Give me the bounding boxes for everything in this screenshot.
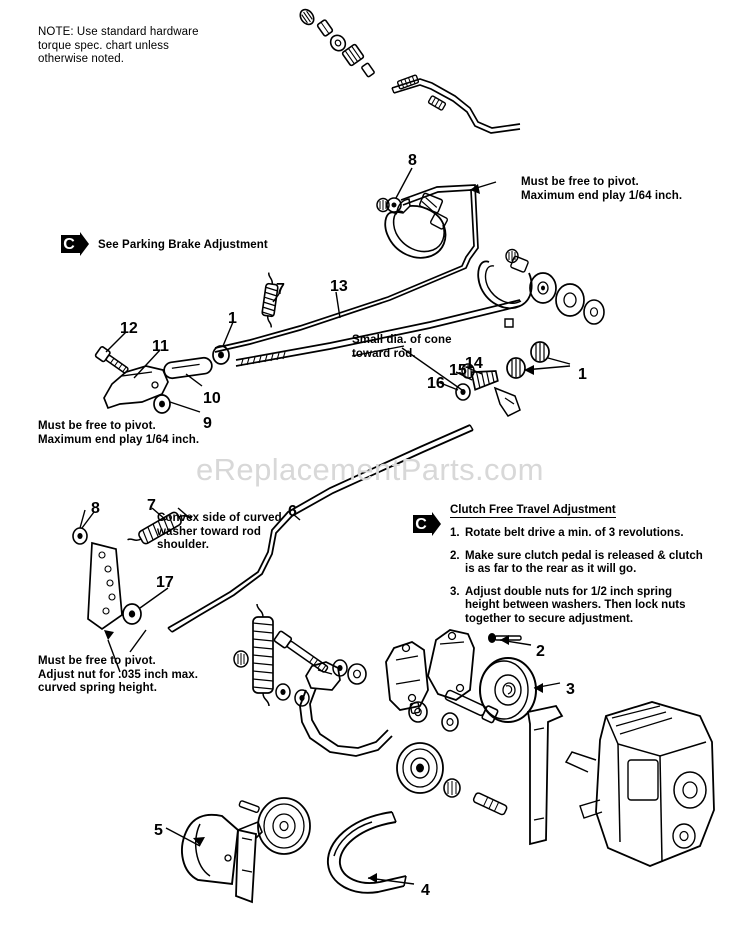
part-callout-15: 15 [449, 362, 467, 379]
leader-lines [81, 167, 571, 885]
part-callout-9: 9 [203, 415, 212, 432]
top-bent-rod [391, 74, 521, 134]
svg-text:C: C [415, 516, 427, 533]
rod-threads [240, 351, 286, 367]
part-callout-12: 12 [120, 320, 138, 337]
part-callout-10: 10 [203, 390, 221, 407]
brake-band-assembly [376, 192, 448, 259]
step-text: Make sure clutch pedal is released & clu… [465, 549, 703, 576]
part-callout-11: 11 [152, 338, 169, 355]
brake-rod-long [214, 184, 479, 353]
part-callout-17: 17 [156, 574, 174, 591]
clutch-step: 3. Adjust double nuts for 1/2 inch sprin… [450, 586, 718, 627]
clutch-adjustment-title: Clutch Free Travel Adjustment [450, 504, 616, 518]
clutch-step: 1. Rotate belt drive a min. of 3 revolut… [450, 527, 718, 541]
parking-brake-flag-icon: C [60, 232, 90, 262]
brake-lever-group [94, 345, 230, 414]
note-pivot-top: Must be free to pivot. Maximum end play … [521, 176, 683, 202]
part-callout-4: 4 [421, 882, 430, 899]
step-number: 3. [450, 585, 460, 598]
part-callout-16: 16 [427, 375, 445, 392]
part-callout-6: 6 [288, 503, 297, 520]
step-number: 1. [450, 527, 460, 539]
brake-shoe-stack [477, 248, 605, 328]
step-number: 2. [450, 549, 460, 562]
leader-arrowheads [104, 184, 543, 883]
part-callout-14: 14 [465, 355, 483, 372]
svg-text:C: C [63, 236, 75, 253]
spring-7-upper [261, 272, 279, 328]
part-callout-8: 8 [408, 152, 417, 169]
part-callout-7: 7 [276, 281, 285, 298]
clutch-pedal-assembly [233, 603, 508, 816]
part-callout-7: 7 [147, 497, 156, 514]
adjuster-rod-13 [235, 299, 521, 367]
clutch-step: 2. Make sure clutch pedal is released & … [450, 550, 718, 577]
part-callout-3: 3 [566, 681, 575, 698]
drive-pulley-group [479, 633, 537, 723]
v-belt-4 [327, 811, 407, 894]
note-torque-spec: NOTE: Use standard hardware torque spec.… [38, 26, 199, 66]
clutch-free-travel-block: Clutch Free Travel Adjustment 1. Rotate … [450, 500, 718, 627]
part-callout-5: 5 [154, 822, 163, 839]
parking-brake-label: See Parking Brake Adjustment [98, 239, 268, 251]
part-callout-8: 8 [91, 500, 100, 517]
note-pivot-left: Must be free to pivot. Maximum end play … [38, 420, 200, 446]
part-callout-13: 13 [330, 278, 348, 295]
left-small-parts [72, 509, 193, 631]
clutch-rod-6 [167, 424, 474, 633]
watermark: eReplacementParts.com [196, 452, 544, 487]
engine-block [564, 701, 715, 867]
part-callout-2: 2 [536, 643, 545, 660]
belt-guard-5 [181, 813, 263, 904]
note-pivot-bottom: Must be free to pivot. Adjust nut for .0… [38, 655, 199, 695]
note-convex-washer: Convex side of curved washer toward rod … [157, 512, 282, 552]
part-callout-1: 1 [228, 310, 237, 327]
clutch-adjustment-flag-icon: C [412, 512, 442, 542]
step-text: Rotate belt drive a min. of 3 revolution… [465, 527, 684, 539]
top-hardware-cluster [299, 8, 375, 78]
engine-bracket [526, 704, 564, 846]
part-callout-1: 1 [578, 366, 587, 383]
step-text: Adjust double nuts for 1/2 inch spring h… [465, 585, 686, 625]
bottom-idler-pulley [238, 797, 311, 855]
note-cone-direction: Small dia. of cone toward rod. [352, 334, 452, 360]
